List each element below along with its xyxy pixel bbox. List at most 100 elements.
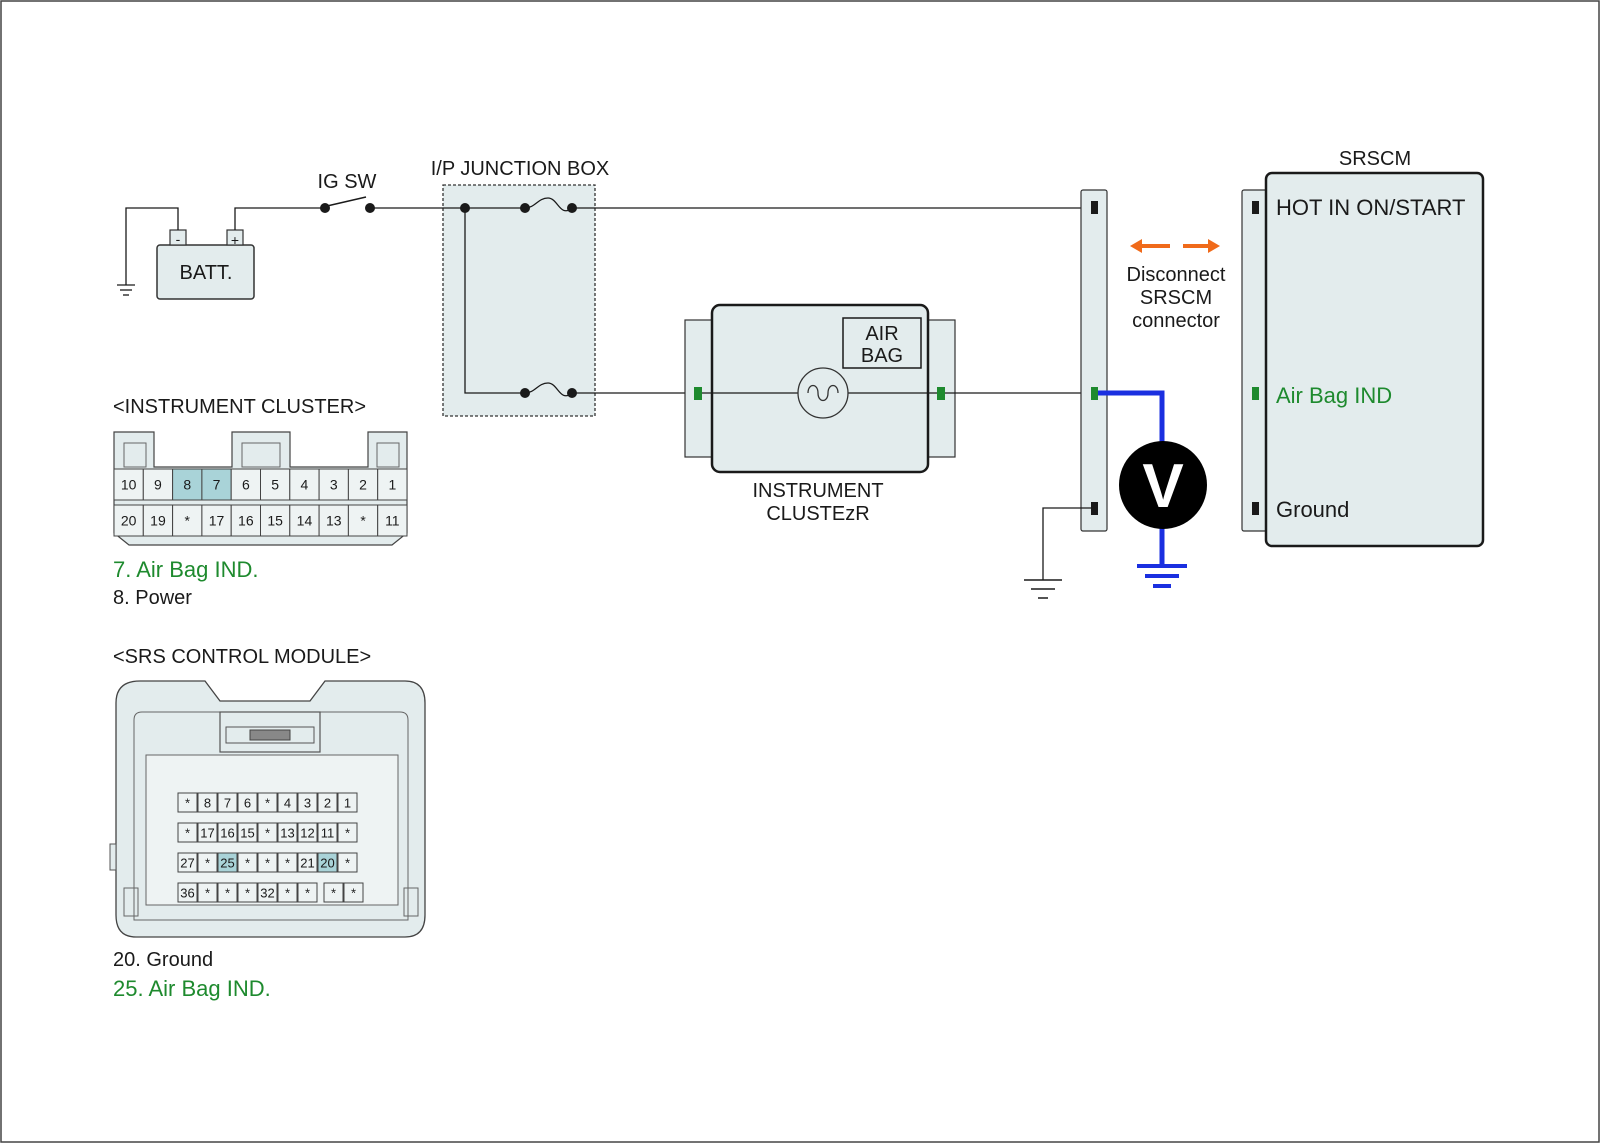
srs-pin-number: * [245, 856, 250, 871]
cluster-pin-number: * [185, 513, 191, 529]
srs-pin-cell [323, 882, 344, 903]
lamp-icon [797, 367, 849, 419]
srs-pin-cell [317, 852, 338, 873]
srs-pin-cell [197, 882, 218, 903]
cluster-pin-cell [142, 504, 174, 537]
srs-pin-cell [217, 852, 238, 873]
srs-pin-number: 25 [220, 856, 234, 871]
harness-ground-wire [1042, 507, 1094, 580]
cluster-pin-cell [318, 468, 349, 501]
srs-pin-number: * [265, 856, 270, 871]
srs-connector-title: <SRS CONTROL MODULE> [113, 646, 371, 668]
cluster-connector-title: <INSTRUMENT CLUSTER> [113, 396, 366, 418]
cluster-pin-number: 13 [326, 513, 342, 529]
airbag-indicator-box [842, 317, 922, 369]
cluster-pin-cell [318, 504, 349, 537]
cluster-pin-number: 1 [388, 477, 396, 493]
cluster-pin-cell [377, 468, 408, 501]
srs-pin-number: * [225, 886, 230, 901]
srscm-hot-label: HOT IN ON/START [1276, 195, 1465, 220]
srs-pin-cell [257, 822, 278, 843]
srs-legend-ground: 20. Ground [113, 949, 213, 971]
cluster-pin-number: 17 [209, 513, 225, 529]
srs-pin-number: * [185, 826, 190, 841]
srs-pin-number: 4 [284, 796, 291, 811]
cluster-pin-number: 10 [121, 477, 137, 493]
srs-pin-number: 27 [180, 856, 194, 871]
srs-pin-number: 21 [300, 856, 314, 871]
srs-pin-cell [337, 822, 358, 843]
cluster-pin-number: 11 [385, 513, 400, 529]
harness-pin-ground [1091, 502, 1098, 515]
junction-box-label: I/P JUNCTION BOX [431, 158, 610, 180]
ground-icon [117, 284, 135, 296]
srs-pin-number: 1 [344, 796, 351, 811]
srs-pin-cell [237, 882, 258, 903]
cluster-pin-cell [230, 504, 261, 537]
cluster-pin-cell [347, 468, 379, 501]
srs-pin-number: 20 [320, 856, 334, 871]
disconnect-note-line3: connector [1132, 310, 1220, 332]
cluster-pin-cell [289, 468, 320, 501]
cluster-legend-power: 8. Power [113, 587, 192, 609]
srs-pin-cell [297, 882, 318, 903]
harness-pin-airbag [1091, 387, 1098, 400]
ig-sw-label: IG SW [318, 171, 377, 193]
srs-pin-number: * [205, 856, 210, 871]
srs-pin-number: 11 [321, 826, 335, 841]
cluster-pin-cell [113, 468, 144, 501]
srs-pin-cell [277, 822, 298, 843]
cluster-pin-cell [113, 504, 144, 537]
srs-pin-cell [277, 882, 298, 903]
srs-pin-number: 3 [304, 796, 311, 811]
srs-pin-number: 36 [180, 886, 194, 901]
cluster-label-line1: INSTRUMENT [752, 480, 883, 502]
srs-pin-number: 32 [260, 886, 274, 901]
cluster-legend-airbag: 7. Air Bag IND. [113, 557, 259, 582]
cluster-pin-number: 5 [271, 477, 279, 493]
fuse-icon [520, 382, 577, 398]
srs-pin-number: 8 [204, 796, 211, 811]
srs-pin-cell [277, 792, 298, 813]
srs-pin-number: * [185, 796, 190, 811]
srs-pin-number: 17 [200, 826, 214, 841]
srs-pin-cell [237, 792, 258, 813]
srs-pin-cell [237, 852, 258, 873]
harness-pin-hot [1091, 201, 1098, 214]
cluster-pin-number: 16 [238, 513, 254, 529]
battery: - + BATT. [156, 229, 255, 300]
voltmeter-symbol: V [1142, 452, 1183, 521]
cluster-pin-number: 15 [267, 513, 283, 529]
srscm-module [1264, 171, 1485, 548]
cluster-pin-number: 9 [154, 477, 162, 493]
srs-legend-airbag: 25. Air Bag IND. [113, 976, 271, 1001]
srs-pin-cell [197, 852, 218, 873]
airbag-label-line1: AIR [865, 323, 898, 345]
cluster-pin-number: * [360, 513, 366, 529]
cluster-pin-number: 6 [242, 477, 250, 493]
ig-switch [320, 196, 375, 213]
srs-pin-number: 7 [224, 796, 231, 811]
cluster-pin-number: 3 [330, 477, 338, 493]
srs-pin-cell [297, 822, 318, 843]
srs-pin-cell [317, 822, 338, 843]
srs-pin-cell [177, 882, 198, 903]
srs-pin-cell [217, 822, 238, 843]
cluster-pin-cell [289, 504, 320, 537]
srs-pin-number: 16 [220, 826, 234, 841]
srs-pin-number: 13 [280, 826, 294, 841]
srs-pin-cell [217, 792, 238, 813]
voltmeter-positive-lead [1098, 390, 1165, 445]
cluster-pin-number: 19 [150, 513, 166, 529]
ground-icon [1024, 579, 1062, 599]
ground-icon [1137, 564, 1187, 588]
srscm-airbag-label: Air Bag IND [1276, 383, 1392, 408]
battery-positive-wire [234, 207, 325, 230]
srs-pin-cell [277, 852, 298, 873]
cluster-label-line2: CLUSTEzR [766, 503, 869, 525]
srs-pin-cell [337, 852, 358, 873]
srs-pin-cell [297, 852, 318, 873]
